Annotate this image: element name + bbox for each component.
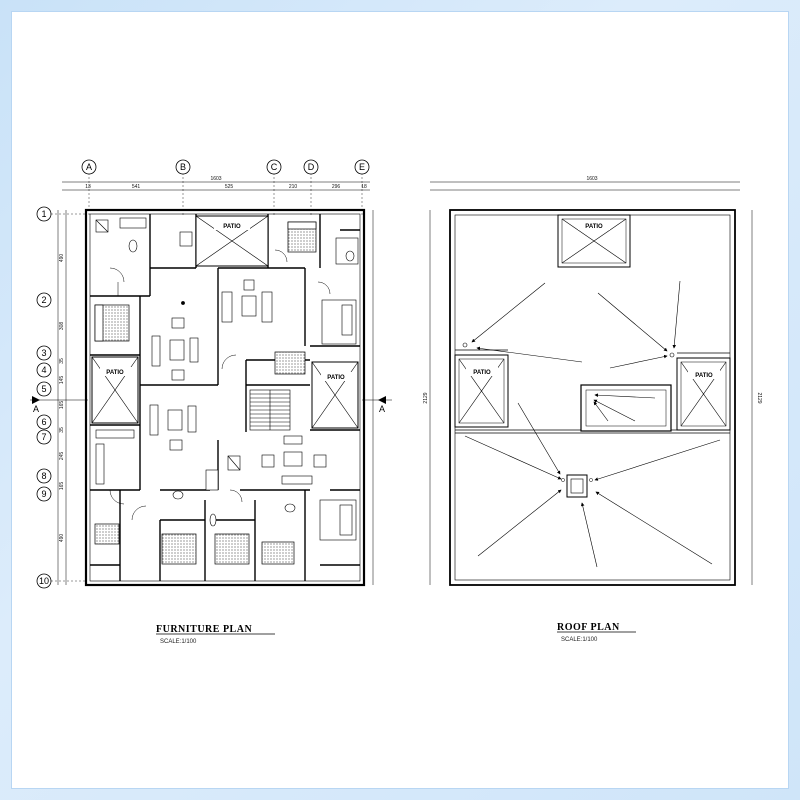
roof-top-dimension: 1603	[430, 176, 740, 191]
roof-slope-arrows	[464, 280, 721, 568]
roof-drain-point-right	[669, 352, 675, 358]
grid-row-7: 7	[41, 432, 46, 442]
roof-overall-width: 1603	[586, 176, 597, 182]
side-dim-2: 308	[59, 322, 65, 331]
roof-patio-left: PATIO	[454, 354, 509, 428]
furniture	[95, 279, 357, 541]
grid-col-e: E	[359, 162, 365, 172]
patio-right: PATIO	[311, 361, 359, 429]
side-dim-8: 165	[59, 482, 65, 491]
grid-col-b: B	[180, 162, 186, 172]
side-dim-4: 145	[59, 376, 65, 385]
roof-height-dim-left: 2129	[423, 392, 429, 403]
grid-col-c: C	[271, 162, 278, 172]
furniture-plan: A B C D E 1603 13 541 525 210 296 18	[30, 159, 392, 645]
grid-row-3: 3	[41, 348, 46, 358]
grid-row-9: 9	[41, 489, 46, 499]
grid-col-d: D	[308, 162, 315, 172]
overall-width-dim: 1603	[210, 176, 221, 182]
bay-dim-1: 13	[85, 184, 91, 190]
section-label-left: A	[33, 404, 39, 414]
grid-row-5: 5	[41, 384, 46, 394]
roof-plan-title: ROOF PLAN	[557, 622, 620, 633]
bath-fixtures	[95, 217, 359, 527]
side-dim-9: 490	[59, 534, 65, 543]
side-dim-5: 165	[59, 401, 65, 410]
side-dim-1: 490	[59, 254, 65, 263]
bay-dim-6: 18	[361, 184, 367, 190]
outer-walls	[84, 208, 366, 587]
staircase	[249, 389, 291, 431]
grid-row-8: 8	[41, 471, 46, 481]
roof-plan-scale: SCALE:1/100	[561, 637, 598, 643]
section-marker-right: A	[362, 396, 392, 414]
grid-row-1: 1	[41, 209, 46, 219]
patio-top-label: PATIO	[223, 224, 241, 230]
side-dim-3: 35	[59, 358, 65, 364]
beds	[94, 221, 317, 565]
roof-patio-left-label: PATIO	[473, 370, 491, 376]
doors	[109, 249, 331, 521]
grid-row-4: 4	[41, 365, 46, 375]
roof-drain	[561, 474, 593, 498]
roof-plan: 1603 2129 2129 PATIO	[423, 176, 762, 643]
grid-column-markers: A B C D E	[81, 159, 370, 215]
side-dim-6: 35	[59, 427, 65, 433]
patio-left-label: PATIO	[106, 370, 124, 376]
roof-patio-right-label: PATIO	[695, 373, 713, 379]
roof-height-dim-right: 2129	[756, 392, 762, 403]
patio-top: PATIO	[195, 215, 269, 267]
section-marker-left: A	[30, 396, 88, 414]
roof-drain-point-left	[462, 342, 468, 348]
side-dim-7: 245	[59, 452, 65, 461]
furniture-plan-scale: SCALE:1/100	[160, 639, 197, 645]
bay-dim-4: 210	[289, 184, 298, 190]
roof-patio-top: PATIO	[557, 214, 631, 268]
bay-dim-2: 541	[132, 184, 141, 190]
grid-row-2: 2	[41, 295, 46, 305]
interior-walls	[90, 214, 360, 581]
grid-col-a: A	[86, 162, 92, 172]
top-dimensions: 1603 13 541 525 210 296 18	[62, 176, 370, 191]
roof-stair-housing	[580, 384, 672, 432]
section-label-right: A	[379, 404, 385, 414]
roof-patio-right: PATIO	[676, 357, 731, 431]
bay-dim-3: 525	[225, 184, 234, 190]
roof-side-dimensions: 2129 2129	[423, 210, 762, 585]
side-dimensions: 490 308 35 145 165 35 245 165 490	[57, 210, 374, 585]
grid-row-markers: 1 2 3 4 5 6 7 8 9 10	[36, 206, 86, 589]
grid-row-6: 6	[41, 417, 46, 427]
patio-right-label: PATIO	[327, 375, 345, 381]
furniture-plan-title: FURNITURE PLAN	[156, 624, 252, 635]
bay-dim-5: 296	[332, 184, 341, 190]
roof-patio-top-label: PATIO	[585, 224, 603, 230]
grid-row-10: 10	[39, 576, 49, 586]
patio-left: PATIO	[91, 356, 139, 424]
